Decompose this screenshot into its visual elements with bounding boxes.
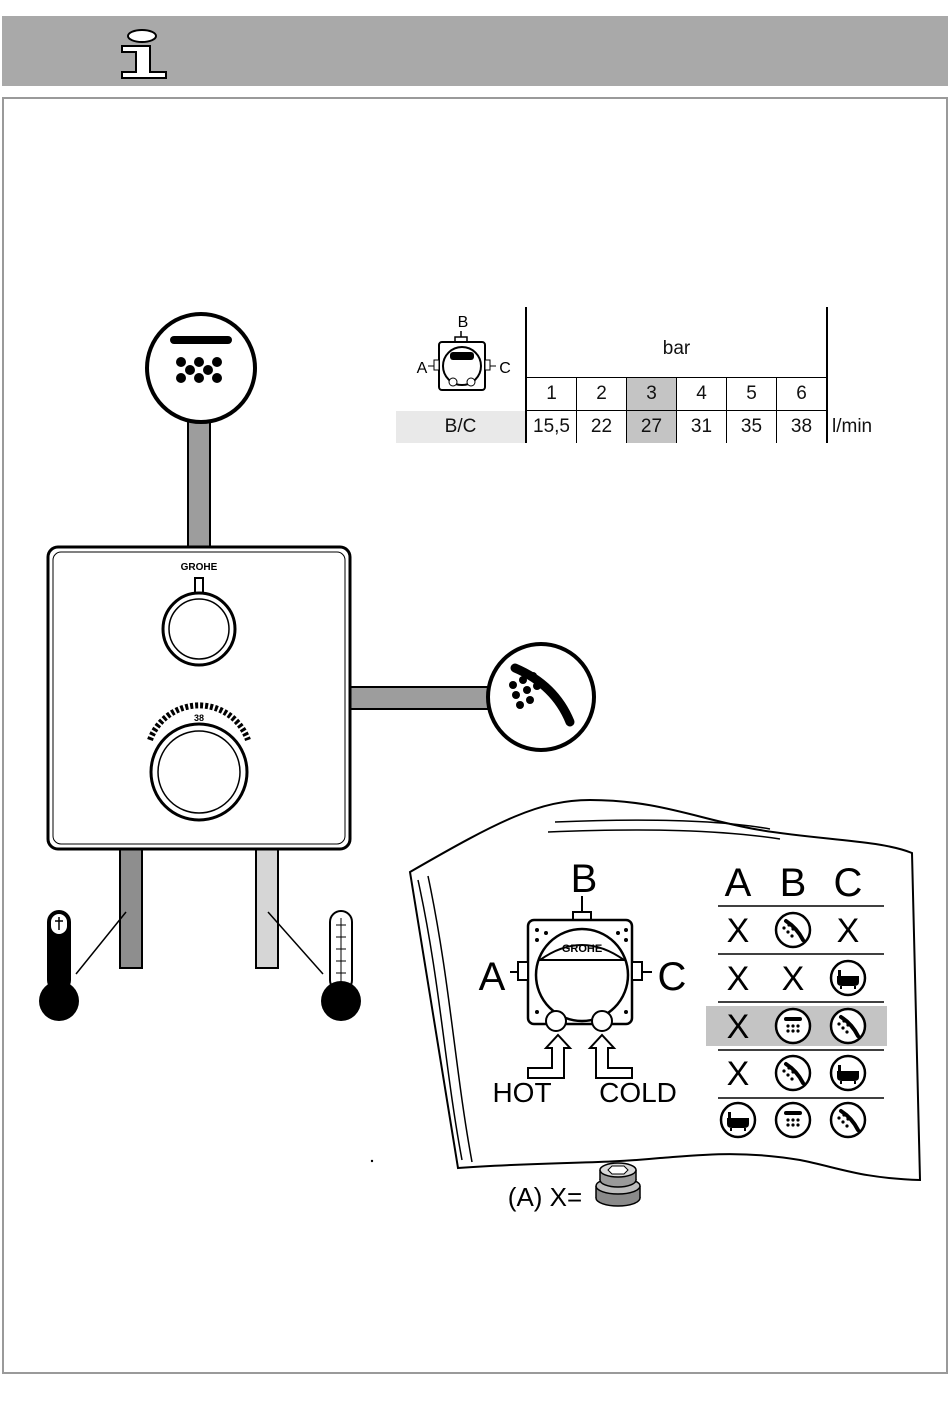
- pressure-cell: 5: [727, 378, 777, 411]
- flow-cell: 31: [677, 411, 727, 444]
- thermostat-scale-label: 38: [194, 713, 204, 723]
- hot-thermometer-icon: [39, 911, 126, 1021]
- bath-icon: [721, 1103, 755, 1137]
- outlet-closed-mark: X: [727, 1008, 750, 1046]
- port-bc-label: B/C: [396, 411, 526, 444]
- pressure-cell: 1: [526, 378, 577, 411]
- hot-label: HOT: [492, 1077, 551, 1108]
- outlet-closed-mark: X: [837, 912, 860, 950]
- outlet-closed-mark: X: [727, 1055, 750, 1093]
- cold-label: COLD: [599, 1077, 677, 1108]
- temperature-knob: [151, 724, 247, 820]
- pipe-to-head-shower: [188, 414, 210, 548]
- flow-cell: 15,5: [526, 411, 577, 444]
- outlet-header-c: C: [834, 861, 863, 905]
- body-brand-logo: GROHE: [562, 943, 602, 955]
- pressure-cell: 6: [777, 378, 828, 411]
- port-a-label: A: [479, 955, 506, 999]
- bath-icon: [831, 1056, 865, 1090]
- pipe-to-hand-shower: [348, 687, 494, 709]
- outlet-closed-mark: X: [782, 960, 805, 998]
- flow-unit-label: l/min: [827, 411, 884, 444]
- pressure-unit-label: bar: [526, 307, 827, 378]
- hand-shower-icon: [776, 913, 810, 947]
- cold-pipe: [256, 848, 278, 968]
- flow-cell: 35: [727, 411, 777, 444]
- flow-cell: 22: [577, 411, 627, 444]
- head-shower-icon: [776, 1009, 810, 1043]
- hot-pipe: [120, 848, 142, 968]
- outlet-header-b: B: [780, 861, 807, 905]
- outlet-closed-mark: X: [727, 960, 750, 998]
- plug-note: (A) X=: [508, 1182, 582, 1212]
- outlet-closed-mark: X: [727, 912, 750, 950]
- pressure-cell: 2: [577, 378, 627, 411]
- pressure-cell: 4: [677, 378, 727, 411]
- bath-icon: [831, 961, 865, 995]
- cold-thermometer-icon: [268, 911, 361, 1021]
- hand-shower-icon: [488, 644, 594, 750]
- head-shower-icon: [776, 1103, 810, 1137]
- hand-shower-icon: [776, 1056, 810, 1090]
- plug-icon: [596, 1163, 640, 1206]
- hand-shower-icon: [831, 1009, 865, 1043]
- port-c-label: C: [658, 955, 687, 999]
- outlet-header-a: A: [725, 861, 752, 905]
- hand-shower-icon: [831, 1103, 865, 1137]
- pressure-cell: 3: [627, 378, 677, 411]
- head-shower-icon: [147, 314, 255, 422]
- flow-cell: 27: [627, 411, 677, 444]
- diverter-knob: [163, 593, 235, 665]
- brand-logo: GROHE: [181, 562, 218, 573]
- port-b-label: B: [571, 857, 598, 901]
- flow-cell: 38: [777, 411, 828, 444]
